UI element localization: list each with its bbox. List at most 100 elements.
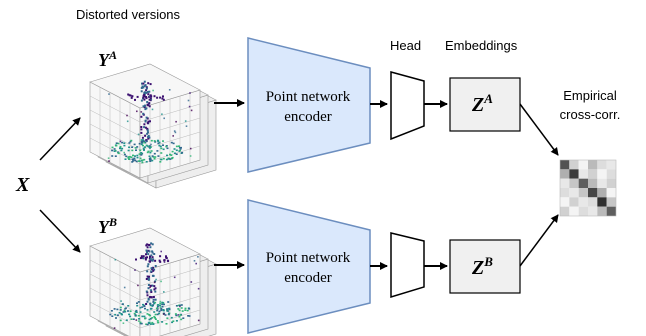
cloud-b-point [154,298,157,301]
cloud-b-point [110,310,113,312]
cloud-a-point [144,146,146,148]
cloud-b-point [137,284,139,287]
cloud-a-point [115,144,118,147]
matrix-cell [569,206,579,216]
cloud-b-point [151,317,154,319]
cloud-a-point [175,153,178,155]
cloud-a-point [111,149,114,152]
cloud-b-point [144,317,146,320]
cloud-b-point [162,313,165,315]
cloud-a-point [143,158,146,161]
cloud-b-point [133,312,136,315]
cloud-a-point [131,161,134,163]
cloud-a-point [185,125,188,127]
cloud-a-point [151,159,154,162]
cloud-a-point [162,95,164,98]
cloud-a-point [143,85,146,88]
cloud-a-point [135,149,137,151]
cloud-b-point [152,304,154,306]
cloud-b-point [163,261,166,263]
matrix-cell [560,206,570,216]
cloud-a-point [154,141,157,143]
cloud-a-point [131,149,134,152]
cloud-a-point [121,141,124,144]
cloud-b-point [119,306,122,309]
cloud-b-point [147,284,150,286]
cloud-a-point [150,143,152,146]
matrix-cell [606,178,616,188]
cloud-b-point [149,286,151,288]
cloud-a-point [147,120,150,123]
embedding-za-symbol: Z [471,94,484,116]
cloud-a-point [145,89,148,92]
cloud-b-point [167,301,170,303]
embedding-zb-sup: B [483,254,493,269]
cloud-a-point [117,142,120,145]
cloud-b-point [146,270,149,273]
arrow-x-to-yb [39,209,81,253]
cloud-a-point [146,122,149,125]
cloud-a-point [137,133,140,136]
embedding-zb-symbol: Z [471,257,484,279]
cloud-b-point [166,317,169,319]
cloud-a-point [175,120,177,123]
svg-text:YA: YA [98,48,117,70]
cloud-a-point [140,111,143,113]
cloud-a-point [149,146,152,148]
cloud-a-point [139,157,142,160]
cloud-a-point [143,91,146,94]
cloud-b-point [148,244,151,246]
cloud-a-point [119,140,122,143]
cloud-a-point [145,87,148,90]
cloud-a-point [160,147,163,150]
cloud-a-point [148,98,151,101]
cloud-a-point [140,140,143,143]
cloud-a-point [145,140,148,143]
cloud-b-point [147,263,150,266]
matrix-cell [560,188,570,198]
matrix-cell [569,160,579,170]
cloud-a-point [147,136,150,138]
cloud-a-point [145,97,148,100]
cloud-b-point [197,256,199,258]
cloud-a-point [142,147,145,150]
cloud-b-point [146,323,149,326]
cloud-a-point [150,150,153,152]
cloud-a-point [124,158,127,160]
cloud-b-point [139,311,142,313]
cloud-b-point [150,270,153,273]
cloud-a-point [152,156,155,158]
matrix-cell [597,197,607,207]
cloud-b-point [155,307,158,310]
cross-corr-label: cross-corr. [560,107,621,122]
cloud-a-point [132,160,135,162]
cloud-a-point [148,105,151,108]
cloud-a-point [145,161,148,163]
cloud-b-point [124,307,127,310]
cloud-a-point [190,109,193,112]
cloud-b-point [119,319,122,322]
cloud-a-point [175,145,178,148]
cloud-b-point [152,274,155,277]
cloud-b-point [153,311,156,313]
cloud-a-point [111,155,114,157]
cloud-a-point [129,140,132,143]
cloud-a-point [136,95,139,98]
cloud-b-point [146,265,149,268]
cloud-b-point [150,242,153,245]
cloud-b-point [115,317,117,319]
cloud-b-point [119,309,122,311]
cloud-a-point [139,149,142,152]
cloud-b-point [150,267,153,270]
cloud-a-point [152,89,154,92]
cloud-a-point [130,156,133,158]
cloud-b-point [160,309,163,312]
cloud-a-point [146,101,149,103]
cloud-a-point [140,152,143,154]
cloud-b-point [156,309,159,312]
cloud-a-point [172,135,174,137]
cloud-b-point [135,311,138,313]
cloud-a-point [144,126,147,129]
cloud-a-point [169,158,172,160]
cloud-b-point [178,309,181,312]
